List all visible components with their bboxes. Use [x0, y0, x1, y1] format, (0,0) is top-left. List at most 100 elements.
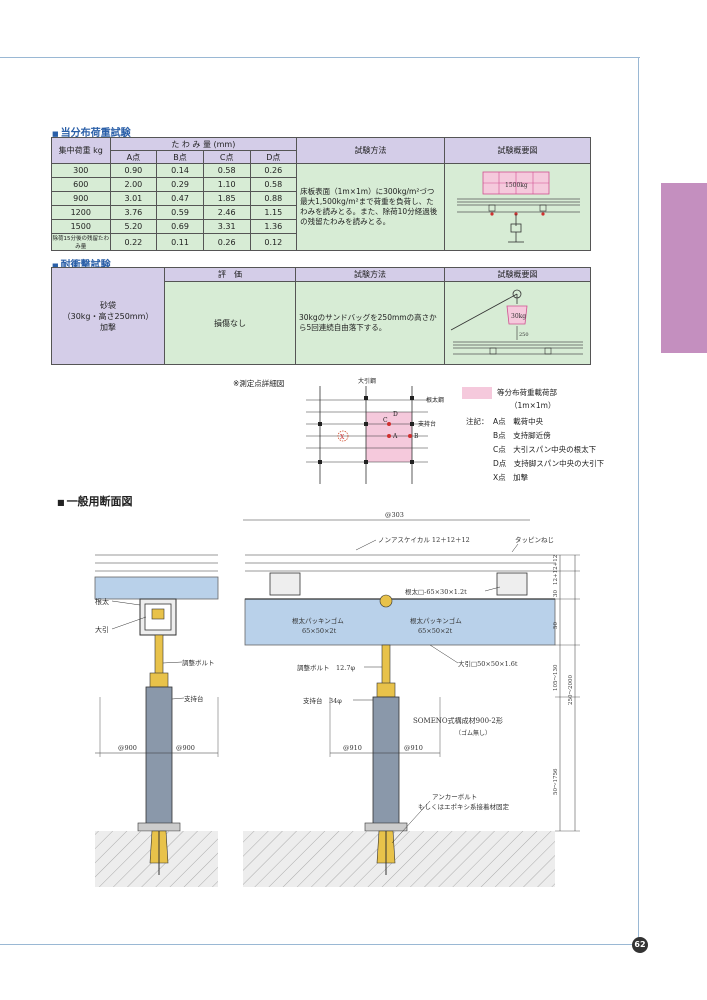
label-adjust-bolt: 調整ボルト	[182, 658, 215, 667]
page-number: 62	[632, 937, 648, 953]
col-diagram: 試験概要図	[443, 137, 592, 164]
load-test-diagram: 1500kg	[456, 171, 580, 243]
adjust-bolt-right	[381, 644, 391, 686]
col-method: 試験方法	[295, 267, 445, 282]
impact-test-table: 砂袋 （30kg・高さ250mm） 加撃 評 価 試験方法 試験概要図 損傷なし…	[51, 267, 591, 365]
page-frame-right	[638, 57, 639, 945]
dim-v4: 105～130	[553, 664, 559, 691]
product-sub: （ゴム無し）	[455, 729, 491, 737]
legend-note-a: A点 載荷中央	[493, 417, 544, 426]
legend-note-d: D点 支持脚スパン中央の大引下	[493, 459, 605, 468]
load-test-title: 当分布荷重試験	[52, 124, 131, 139]
point-a-header: A点	[109, 150, 158, 164]
point-b-header: B点	[156, 150, 204, 164]
legend-load-area-2: （1m×1m）	[510, 401, 556, 410]
col-eval: 評 価	[164, 267, 296, 282]
row-load: 1500	[51, 219, 111, 234]
impact-condition-2: （30kg・高さ250mm）	[62, 311, 154, 321]
label-packing-right: 根太パッキンゴム	[410, 616, 462, 625]
label-anchor: アンカーボルト	[432, 793, 477, 801]
concrete-right	[243, 831, 555, 887]
right-section-detail: @303 @910 @910 ノンアスケイカル 12＋12＋12 タッピンねじ …	[243, 511, 580, 887]
cell-b: 0.29	[156, 177, 204, 192]
point-c-header: C点	[202, 150, 251, 164]
col-diagram: 試験概要図	[444, 267, 591, 282]
label-main-beam: 大引	[95, 625, 109, 634]
support-post-right	[372, 696, 400, 830]
col-deflection: た わ み 量 (mm)	[109, 137, 298, 151]
cell-d: 0.26	[249, 163, 298, 178]
label-support: 支持台	[418, 420, 436, 428]
cell-d: 1.15	[249, 205, 298, 220]
measure-detail-diagram: X A B C D 大引鋼 根太鋼 支持台	[306, 377, 444, 484]
row-load: 900	[51, 191, 111, 206]
adjust-bolt-left	[154, 634, 164, 676]
impact-method-text: 30kgのサンドバッグを250mmの高さから5回連続自由落下する。	[295, 281, 445, 365]
impact-diagram-height: 250	[519, 332, 529, 338]
row-load: 1200	[51, 205, 111, 220]
cell-c: 3.31	[202, 219, 251, 234]
impact-diagram-cell: 30kg 250	[444, 281, 591, 365]
cell-b: 0.11	[156, 233, 204, 251]
cell-d: 0.58	[249, 177, 298, 192]
point-c-label: C	[383, 417, 388, 424]
cell-a: 2.00	[109, 177, 158, 192]
section-drawing-title: 一般用断面図	[57, 493, 133, 509]
label-joist: 根太	[95, 597, 109, 606]
legend-notes-label: 注記：	[466, 417, 489, 426]
main-beam-right	[244, 598, 556, 646]
measure-detail-title: ※測定点詳細図	[233, 379, 285, 388]
support-post-left	[145, 686, 173, 830]
sandbag-icon	[506, 305, 528, 325]
dim-v6: 50～1756	[553, 768, 559, 795]
cell-c: 2.46	[202, 205, 251, 220]
col-method: 試験方法	[296, 137, 445, 164]
load-diagram-label: 1500kg	[505, 182, 528, 189]
legend-load-area-1: 等分布荷重載荷部	[497, 388, 557, 397]
label-joist-steel: 根太□-65×30×1.2t	[405, 587, 467, 596]
row-load-residual: 除荷15分後の残留たわみ量	[51, 233, 111, 251]
label-support-2: 支持台 34φ	[303, 696, 342, 705]
row-load: 300	[51, 163, 111, 178]
dim-v1: 12+12+12	[553, 555, 559, 585]
cell-a: 5.20	[109, 219, 158, 234]
impact-condition-1: 砂袋	[100, 300, 116, 310]
label-packing-left-size: 65×50×2t	[302, 627, 337, 635]
impact-test-diagram: 30kg 250	[450, 289, 583, 355]
point-d-label: D	[393, 411, 398, 418]
dim-900-right: @900	[176, 744, 195, 752]
cell-b: 0.47	[156, 191, 204, 206]
label-joist: 根太鋼	[426, 396, 444, 404]
label-board: ノンアスケイカル 12＋12＋12	[378, 536, 470, 544]
cell-c: 1.85	[202, 191, 251, 206]
row-load: 600	[51, 177, 111, 192]
dim-900-left: @900	[118, 744, 137, 752]
impact-diagram-label: 30kg	[511, 313, 526, 320]
impact-condition-3: 加撃	[100, 322, 116, 332]
dim-910-left: @910	[343, 744, 362, 752]
legend-note-x: X点 加撃	[493, 473, 529, 482]
legend-note-c: C点 大引スパン中央の根太下	[493, 445, 597, 454]
cell-d: 0.88	[249, 191, 298, 206]
label-main-steel: 大引□50×50×1.6t	[458, 659, 518, 668]
label-tapping: タッピンねじ	[515, 535, 554, 544]
load-method-text: 床板表面（1m×1m）に300kg/m²づつ最大1,500kg/m²まで荷重を負…	[296, 163, 445, 251]
point-a-label: A	[392, 433, 398, 440]
cell-d: 0.12	[249, 233, 298, 251]
col-load: 集中荷重 kg	[51, 137, 111, 164]
legend-load-area-swatch	[462, 387, 492, 399]
impact-condition: 砂袋 （30kg・高さ250mm） 加撃	[51, 267, 165, 365]
label-main-beam: 大引鋼	[358, 377, 376, 385]
cell-c: 0.26	[202, 233, 251, 251]
product-name: SOMENO式構成材900-2形	[413, 716, 503, 725]
cell-b: 0.14	[156, 163, 204, 178]
cell-c: 0.58	[202, 163, 251, 178]
impact-evaluation: 損傷なし	[164, 281, 296, 365]
load-test-table: 集中荷重 kg た わ み 量 (mm) 試験方法 試験概要図 A点 B点 C点…	[51, 137, 592, 251]
cell-a: 3.01	[109, 191, 158, 206]
cell-c: 1.10	[202, 177, 251, 192]
cell-a: 0.22	[109, 233, 158, 251]
page-frame-bottom	[0, 944, 640, 945]
cell-b: 0.59	[156, 205, 204, 220]
legend-note-b: B点 支持脚近傍	[493, 431, 551, 440]
